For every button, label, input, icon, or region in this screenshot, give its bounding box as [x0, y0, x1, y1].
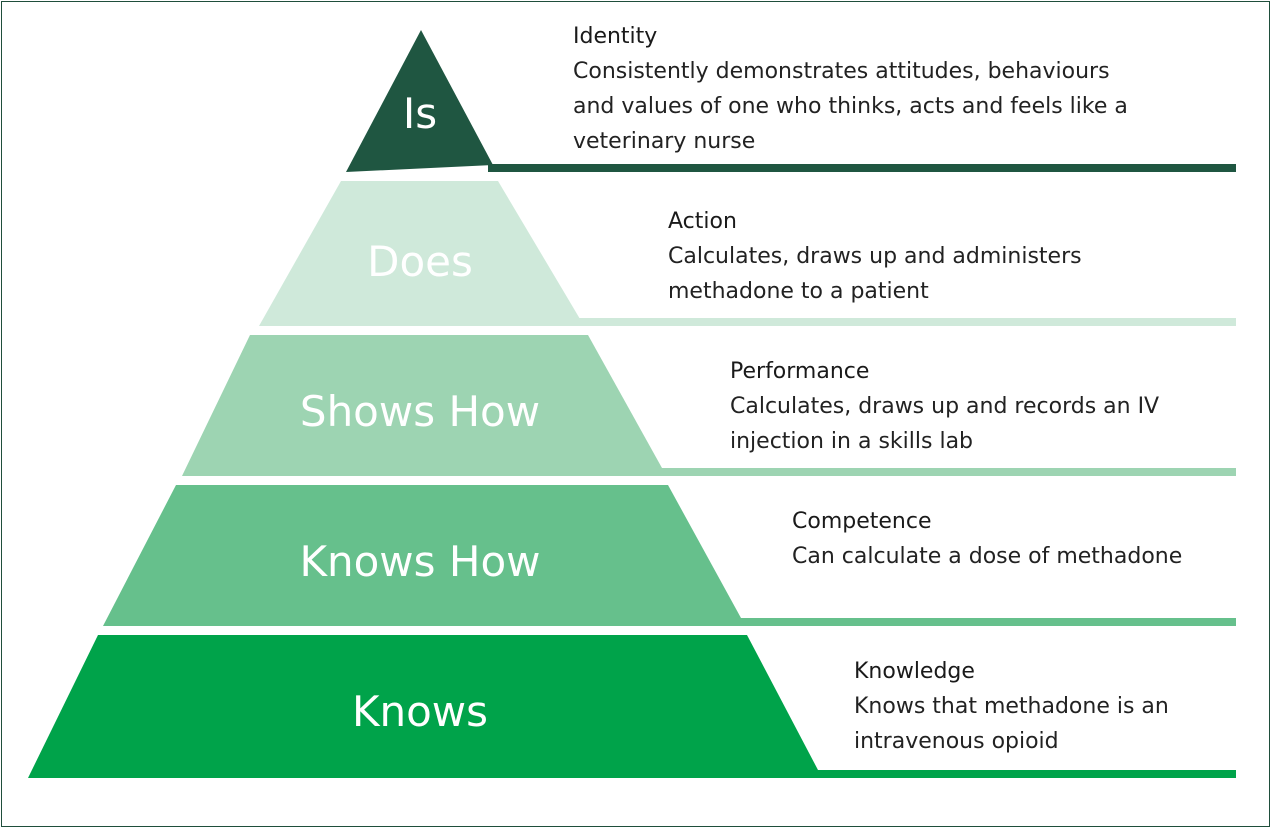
- tier-shows-how-description: Performance Calculates, draws up and rec…: [730, 354, 1230, 459]
- tier-knows-description: Knowledge Knows that methadone is an int…: [854, 654, 1234, 759]
- tier-knows: Knows: [28, 635, 1236, 778]
- tier-is-underline: [488, 164, 1236, 172]
- tier-shows-how-shape: [182, 335, 662, 476]
- tier-knows-underline: [816, 770, 1236, 778]
- tier-knows-how-text: Can calculate a dose of methadone: [792, 544, 1183, 569]
- tier-does-heading: Action: [668, 209, 737, 234]
- tier-shows-how-label: Shows How: [300, 387, 540, 436]
- tier-is-label: Is: [403, 89, 437, 138]
- tier-is-shape: [346, 30, 493, 172]
- tier-does-underline: [578, 318, 1236, 326]
- tier-knows-text: Knows that methadone is an intravenous o…: [854, 694, 1169, 754]
- tier-knows-how-underline: [739, 618, 1236, 626]
- tier-is-text: Consistently demonstrates attitudes, beh…: [573, 59, 1128, 154]
- tier-knows-how-label: Knows How: [299, 537, 540, 586]
- tier-does-label: Does: [367, 237, 473, 286]
- tier-knows-shape: [28, 635, 818, 778]
- tier-is-description: Identity Consistently demonstrates attit…: [573, 19, 1213, 159]
- tier-is: Is: [346, 30, 1236, 172]
- tier-is-heading: Identity: [573, 24, 658, 49]
- tier-does-description: Action Calculates, draws up and administ…: [668, 204, 1228, 309]
- tier-knows-how: Knows How: [103, 485, 1236, 626]
- tier-does-text: Calculates, draws up and administers met…: [668, 244, 1082, 304]
- tier-knows-heading: Knowledge: [854, 659, 975, 684]
- tier-shows-how-underline: [660, 468, 1236, 476]
- tier-knows-how-heading: Competence: [792, 509, 932, 534]
- tier-does: Does: [259, 181, 1236, 326]
- tier-knows-how-shape: [103, 485, 741, 626]
- tier-knows-how-description: Competence Can calculate a dose of metha…: [792, 504, 1232, 574]
- tier-knows-label: Knows: [352, 687, 488, 736]
- tier-shows-how-text: Calculates, draws up and records an IV i…: [730, 394, 1160, 454]
- tier-shows-how-heading: Performance: [730, 359, 870, 384]
- tier-shows-how: Shows How: [182, 335, 1236, 476]
- tier-does-shape: [259, 181, 580, 326]
